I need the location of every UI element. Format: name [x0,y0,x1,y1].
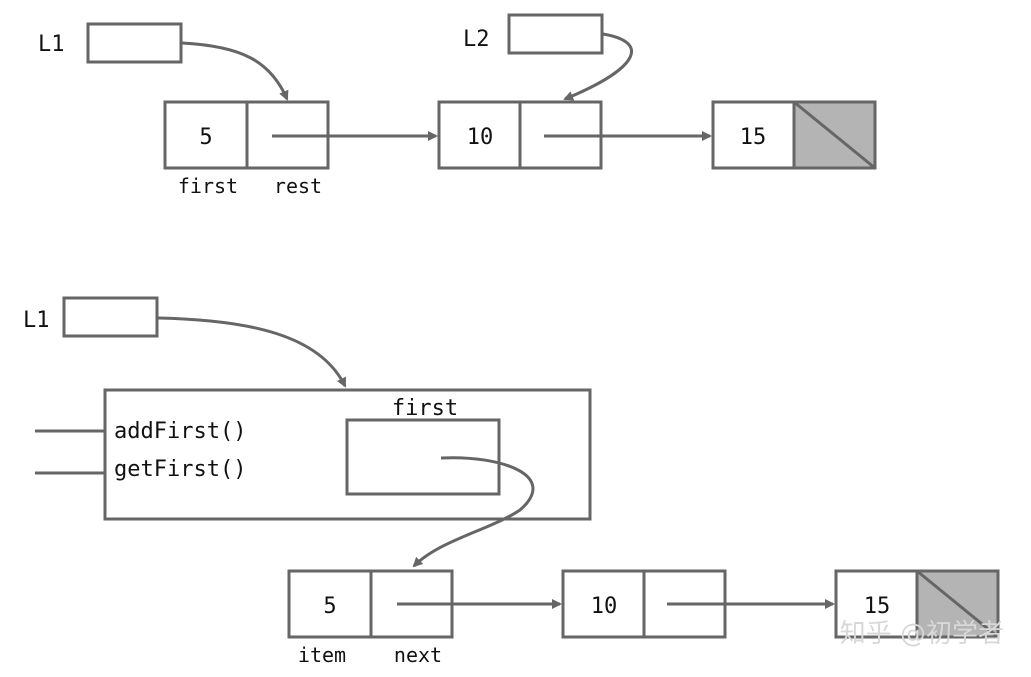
top-node-1-value: 5 [199,125,212,150]
bottom-node-2-value: 10 [591,594,618,619]
top-node-3: 15 [711,100,877,170]
bottom-l1-pointer-box [62,296,159,338]
top-intlist-diagram: L1 L2 5 10 15 first rest [38,13,877,198]
top-node-3-first-cell [711,100,796,170]
top-field-rest-label: rest [274,174,322,198]
top-l1-pointer-box [86,22,183,64]
bottom-node-3-item-cell [834,569,919,639]
top-node-1: 5 [163,100,330,170]
method-addfirst-label: addFirst() [114,419,246,444]
sllist-first-pointer-box [345,418,501,496]
top-l2-arrow [563,32,633,101]
bottom-sllist-diagram: L1 first addFirst() getFirst() 5 10 [23,296,1000,667]
top-node-2-first-cell [437,100,522,170]
bottom-l1-label: L1 [23,308,50,333]
bottom-node-3-value: 15 [864,594,891,619]
bottom-node-1-item-cell [287,569,373,639]
top-node-3-value: 15 [740,125,767,150]
sllist-field-first-label: first [392,396,458,421]
bottom-node-3-null-slash [916,569,999,639]
bottom-node-3: 15 [834,569,1000,639]
top-node-2-value: 10 [467,125,494,150]
bottom-field-next-label: next [394,643,442,667]
bottom-l1-arrow [157,316,347,388]
top-l2-label: L2 [463,27,490,52]
top-field-first-label: first [178,174,238,198]
top-node-3-null-slash [793,100,876,170]
top-l1-label: L1 [38,32,65,57]
bottom-field-item-label: item [298,643,346,667]
sllist-first-arrow [412,456,535,568]
bottom-node-2-item-cell [561,569,646,639]
top-l1-arrow [181,41,289,101]
bottom-node-1-value: 5 [323,594,336,619]
watermark-text: 知乎 @初学者 [840,619,1004,649]
method-getfirst-label: getFirst() [114,457,246,482]
top-l2-pointer-box [507,13,604,55]
